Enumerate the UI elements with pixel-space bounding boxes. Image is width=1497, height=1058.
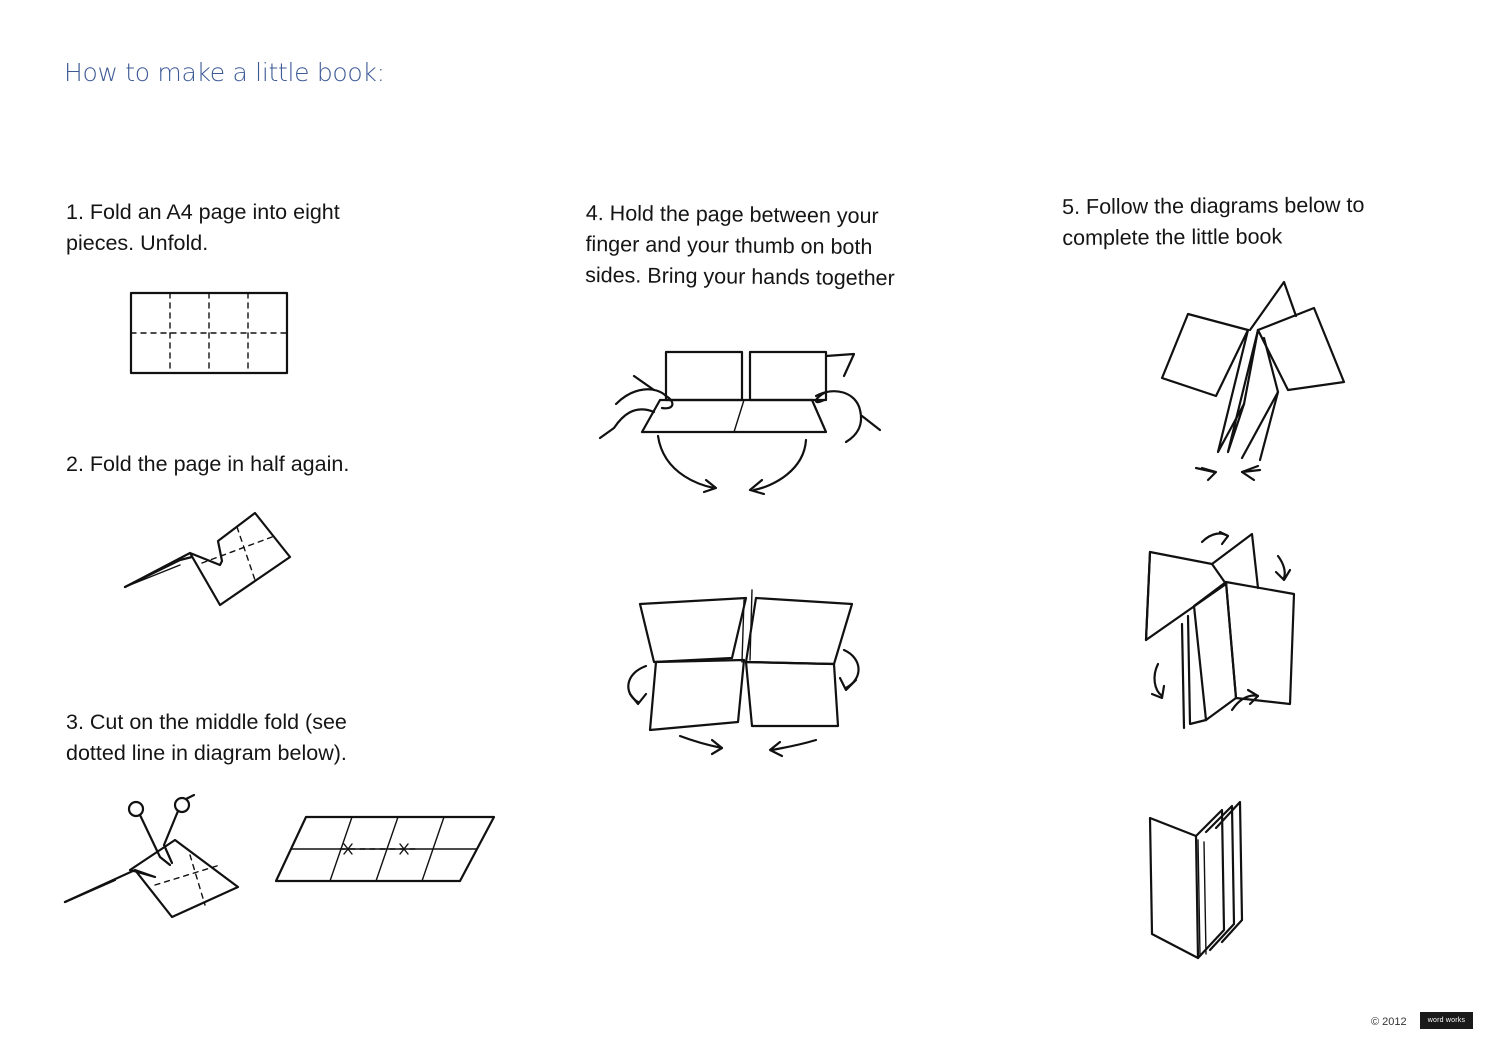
step-4-text: 4. Hold the page between your finger and… (585, 200, 895, 291)
diagram-star-fold (1160, 280, 1346, 482)
diagram-page-folded-half (123, 511, 292, 607)
step-5-text: 5. Follow the diagrams below to complete… (1062, 192, 1365, 250)
diagram-hands-holding-page (598, 350, 882, 496)
step-3-text: 3. Cut on the middle fold (see dotted li… (66, 710, 347, 765)
diagram-scissors-cut (63, 793, 240, 919)
diagram-page-eight-sections (129, 291, 289, 375)
step-2-text: 2. Fold the page in half again. (66, 452, 350, 476)
diagram-book-folding (1144, 530, 1296, 730)
diagram-finished-book (1148, 800, 1244, 960)
step-1-text: 1. Fold an A4 page into eight pieces. Un… (66, 200, 340, 255)
publisher-logo: word works (1420, 1012, 1473, 1029)
diagram-cut-line-page (274, 815, 496, 883)
scissors-icon (127, 800, 145, 818)
page-title: How to make a little book: (64, 58, 385, 87)
copyright-text: © 2012 (1371, 1016, 1407, 1028)
diagram-page-pushed-together (627, 589, 860, 758)
